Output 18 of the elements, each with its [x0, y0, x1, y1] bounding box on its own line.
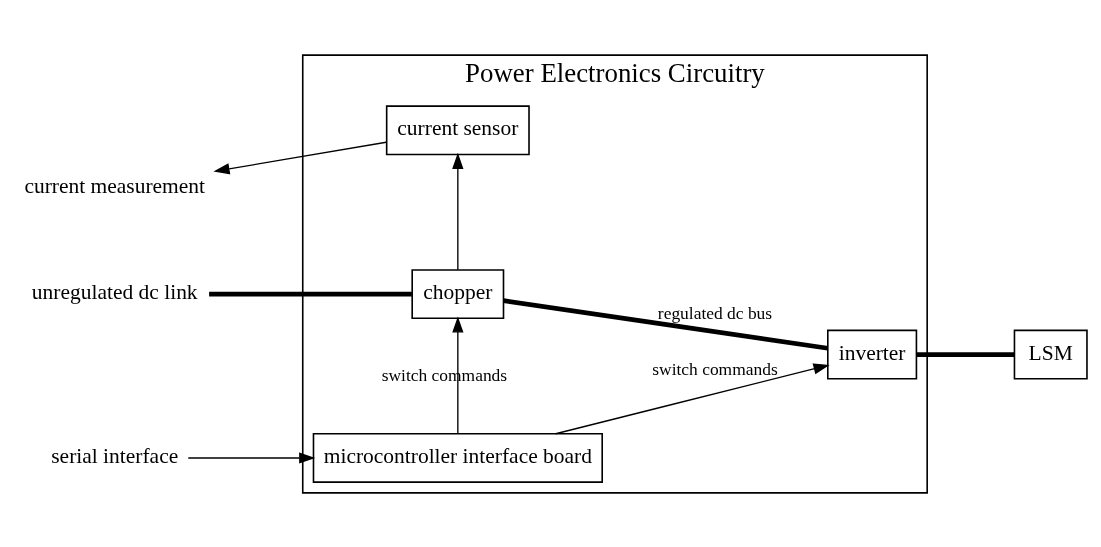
node-box: microcontroller interface board: [312, 432, 603, 483]
arrow: [452, 315, 464, 434]
connector: [209, 291, 412, 296]
connector: [503, 297, 829, 351]
edge-label: switch commands: [652, 358, 778, 379]
node-box: LSM: [1013, 329, 1088, 380]
node-box: chopper: [411, 268, 505, 319]
arrow: [452, 152, 464, 270]
arrow: [213, 141, 387, 174]
node-box: inverter: [827, 329, 918, 380]
node-text: serial interface: [51, 443, 179, 468]
node-text: unregulated dc link: [31, 279, 198, 304]
arrow: [555, 362, 830, 434]
node-text: current measurement: [24, 173, 206, 198]
edge-label: regulated dc bus: [657, 302, 773, 323]
arrow: [187, 451, 316, 464]
node-box: current sensor: [385, 104, 530, 155]
connector: [916, 351, 1015, 357]
